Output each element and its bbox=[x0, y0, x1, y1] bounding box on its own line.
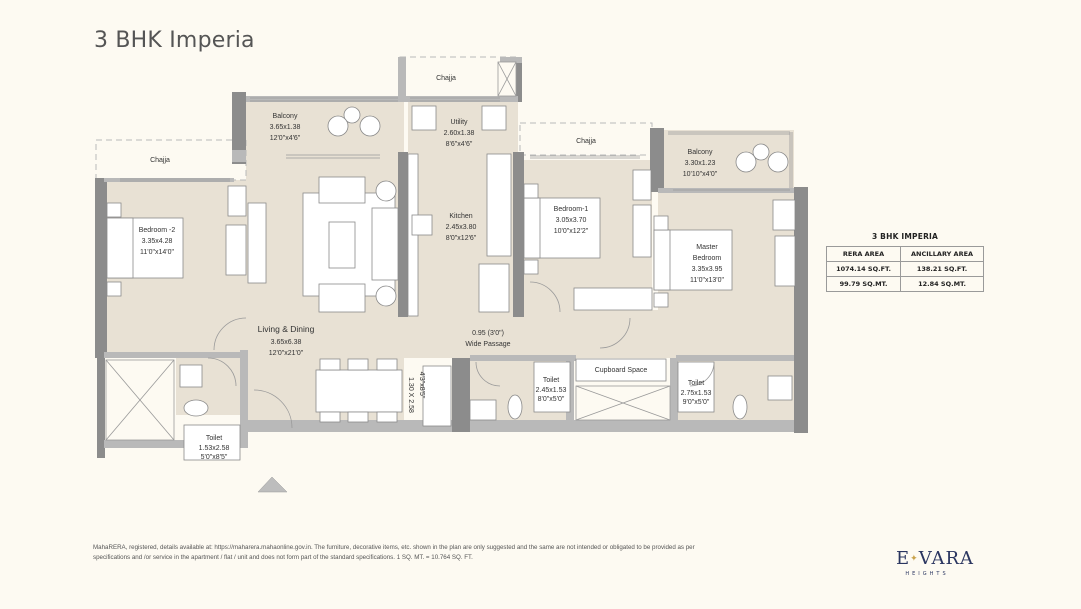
brand-logo: E✦VARA HEIGHTS bbox=[896, 548, 973, 578]
svg-text:3.35x4.28: 3.35x4.28 bbox=[142, 238, 173, 245]
label-master-bedroom: Master bbox=[696, 244, 718, 251]
label-passage: 0.95 (3'0") bbox=[472, 330, 504, 337]
area-table-title: 3 BHK IMPERIA bbox=[871, 232, 939, 241]
label-dining-table-metric: 1.30 X 2.58 bbox=[407, 377, 414, 413]
furniture bbox=[106, 105, 796, 461]
label-chaja-mid: Chajja bbox=[576, 138, 596, 145]
svg-text:12'0"x21'0": 12'0"x21'0" bbox=[269, 350, 304, 357]
svg-text:5'0"x8'5": 5'0"x8'5" bbox=[201, 454, 228, 461]
svg-text:11'0"x14'0": 11'0"x14'0" bbox=[140, 249, 174, 256]
label-living-dining: Living & Dining bbox=[258, 324, 315, 334]
ancillary-sqmt: 12.84 SQ.MT. bbox=[900, 276, 984, 292]
disclaimer: MahaRERA, registered, details available … bbox=[93, 544, 695, 561]
brand-letter-e: E bbox=[896, 548, 911, 569]
area-summary: 3 BHK IMPERIA RERA AREA ANCILLARY AREA 1… bbox=[825, 232, 984, 292]
table-row: 99.79 SQ.MT. 12.84 SQ.MT. bbox=[825, 276, 984, 292]
svg-text:10'0"x12'2": 10'0"x12'2" bbox=[554, 228, 589, 235]
label-toilet-mid: Toilet bbox=[543, 377, 559, 384]
svg-text:3.30x1.23: 3.30x1.23 bbox=[685, 160, 716, 167]
svg-text:10'10"x4'0": 10'10"x4'0" bbox=[683, 171, 718, 178]
area-table: RERA AREA ANCILLARY AREA 1074.14 SQ.FT. … bbox=[825, 246, 984, 292]
svg-text:2.75x1.53: 2.75x1.53 bbox=[681, 390, 712, 397]
header-rera-area: RERA AREA bbox=[825, 246, 902, 262]
walls-dark bbox=[95, 62, 808, 458]
svg-text:8'0"x5'0": 8'0"x5'0" bbox=[538, 396, 565, 403]
rera-sqft: 1074.14 SQ.FT. bbox=[825, 261, 902, 277]
label-bedroom-2: Bedroom -2 bbox=[139, 227, 176, 234]
table-row: 1074.14 SQ.FT. 138.21 SQ.FT. bbox=[825, 261, 984, 277]
header-ancillary-area: ANCILLARY AREA bbox=[900, 246, 984, 262]
label-toilet-left: Toilet bbox=[206, 435, 222, 442]
ancillary-sqft: 138.21 SQ.FT. bbox=[900, 261, 984, 277]
svg-text:3.65x6.38: 3.65x6.38 bbox=[271, 339, 302, 346]
svg-text:3.05x3.70: 3.05x3.70 bbox=[556, 217, 587, 224]
svg-text:1.53x2.58: 1.53x2.58 bbox=[199, 445, 230, 452]
svg-text:3.35x3.95: 3.35x3.95 bbox=[692, 266, 723, 273]
svg-text:Bedroom: Bedroom bbox=[693, 255, 722, 262]
brand-subtitle: HEIGHTS bbox=[905, 571, 949, 577]
svg-text:12'0"x4'6": 12'0"x4'6" bbox=[270, 135, 301, 142]
label-dining-table-imperial: 4'3"x8'5" bbox=[418, 372, 425, 399]
label-utility: Utility bbox=[450, 119, 468, 126]
label-balcony-right: Balcony bbox=[688, 149, 713, 156]
label-cupboard: Cupboard Space bbox=[595, 367, 648, 374]
svg-text:3.65x1.38: 3.65x1.38 bbox=[270, 124, 301, 131]
label-chaja-top: Chajja bbox=[436, 75, 456, 82]
north-arrow-icon bbox=[257, 476, 288, 493]
label-toilet-right: Toilet bbox=[688, 380, 704, 387]
svg-text:8'6"x4'6": 8'6"x4'6" bbox=[446, 141, 473, 148]
room-labels: Chajja Balcony 3.65x1.38 12'0"x4'6" Util… bbox=[139, 75, 725, 461]
svg-text:11'0"x13'0": 11'0"x13'0" bbox=[690, 277, 724, 284]
label-chaja-left: Chajja bbox=[150, 157, 170, 164]
rera-sqmt: 99.79 SQ.MT. bbox=[825, 276, 902, 292]
svg-text:2.45x1.53: 2.45x1.53 bbox=[536, 387, 567, 394]
star-icon: ✦ bbox=[910, 554, 919, 564]
svg-text:Wide Passage: Wide Passage bbox=[465, 341, 510, 348]
brand-name-rest: VARA bbox=[918, 548, 975, 569]
label-kitchen: Kitchen bbox=[449, 213, 472, 220]
label-bedroom-1: Bedroom-1 bbox=[554, 206, 589, 213]
shaft-icons bbox=[105, 61, 671, 441]
page-title: 3 BHK Imperia bbox=[94, 28, 255, 53]
svg-text:2.60x1.38: 2.60x1.38 bbox=[444, 130, 475, 137]
svg-text:9'0"x5'0": 9'0"x5'0" bbox=[683, 399, 710, 406]
label-balcony-top: Balcony bbox=[273, 113, 298, 120]
svg-text:8'0"x12'6": 8'0"x12'6" bbox=[446, 235, 477, 242]
door-swings bbox=[207, 281, 715, 429]
svg-text:2.45x3.80: 2.45x3.80 bbox=[446, 224, 477, 231]
windows bbox=[120, 97, 793, 191]
